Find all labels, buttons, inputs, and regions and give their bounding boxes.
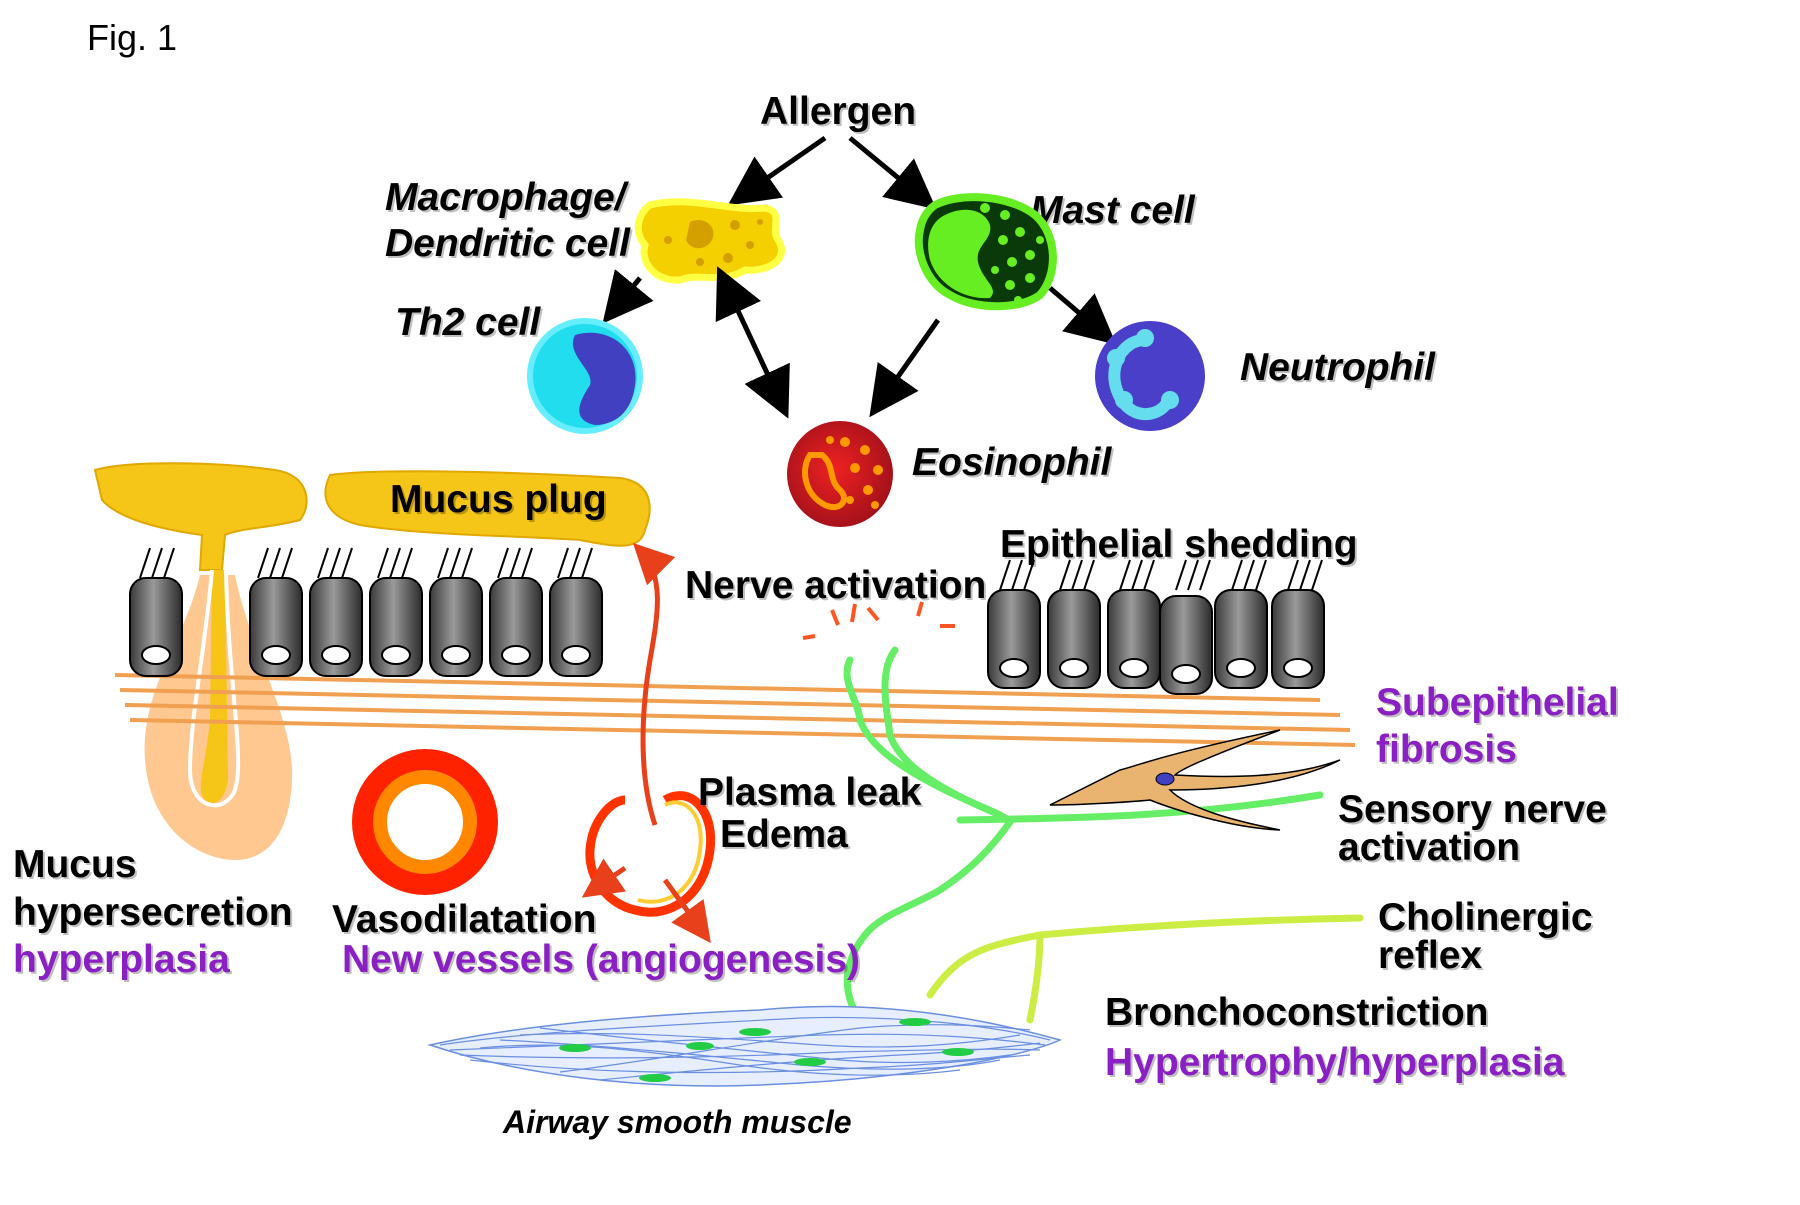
new-vessels-label: New vessels (angiogenesis) xyxy=(342,938,860,981)
figure-label: Fig. 1 xyxy=(87,17,177,58)
mucus-plug-label: Mucus plug xyxy=(390,478,607,521)
mucus-gland-inner xyxy=(187,569,241,808)
mucus-secretion-shape xyxy=(93,462,308,571)
mucus-gland-lumen xyxy=(200,570,228,804)
sensory-nerve-label-line2: activation xyxy=(1338,826,1520,869)
macrophage-label-line1: Macrophage/ xyxy=(385,176,630,219)
sensory-nerve-label-line1: Sensory nerve xyxy=(1338,788,1607,831)
epithelium-right xyxy=(987,559,1325,695)
plasma-to-mucus-arrow xyxy=(632,542,676,826)
airway-smooth-muscle-label: Airway smooth muscle xyxy=(502,1104,852,1140)
subepithelial-fibrosis-lines xyxy=(114,673,1356,747)
leaky-vessel xyxy=(585,791,716,917)
th2-cell xyxy=(527,318,643,434)
plasma-leak-arrow-left xyxy=(581,858,627,898)
vasodilatation-label: Vasodilatation xyxy=(332,898,596,941)
airway-smooth-muscle xyxy=(427,1005,1063,1087)
macrophage-label-line2: Dendritic cell xyxy=(385,222,631,265)
eosinophil-label: Eosinophil xyxy=(912,441,1112,484)
mast-cell-label: Mast cell xyxy=(1030,189,1196,232)
arrow-allergen-to-mastcell xyxy=(848,136,937,210)
mucus-label-line1: Mucus xyxy=(13,843,137,886)
cholinergic-nerve xyxy=(926,914,1364,1024)
nerve-activation-label: Nerve activation xyxy=(685,564,986,607)
eosinophil-cell xyxy=(787,421,893,527)
neutrophil-cell xyxy=(1095,321,1205,431)
cilia-left xyxy=(139,547,593,579)
arrow-allergen-to-macrophage xyxy=(727,135,827,206)
mast-cell xyxy=(914,193,1057,311)
mucus-label-line2: hypersecretion xyxy=(13,891,293,934)
plasma-leak-label: Plasma leak xyxy=(698,771,922,814)
cholinergic-label-line2: reflex xyxy=(1378,934,1482,977)
cholinergic-label-line1: Cholinergic xyxy=(1378,896,1593,939)
edema-label: Edema xyxy=(720,813,848,856)
plasma-leak-arrow-right xyxy=(662,878,711,944)
hyperplasia-label: hyperplasia xyxy=(13,938,230,981)
cilia-right xyxy=(999,559,1323,591)
arrow-macrophage-eosinophil-bidirectional xyxy=(715,266,790,419)
sensory-nerve xyxy=(843,646,1324,1024)
allergen-label: Allergen xyxy=(760,90,916,133)
th2-cell-label: Th2 cell xyxy=(395,301,541,344)
epithelial-shedding-label: Epithelial shedding xyxy=(1000,523,1358,566)
hypertrophy-label: Hypertrophy/hyperplasia xyxy=(1105,1041,1565,1084)
epithelial-cells-left xyxy=(129,577,603,677)
dilated-vessel xyxy=(352,749,498,895)
fibroblast-cell xyxy=(1049,729,1341,831)
subepithelial-fibrosis-label-line1: Subepithelial xyxy=(1376,681,1619,724)
arrow-mastcell-to-neutrophil xyxy=(1048,286,1117,345)
macrophage-cell xyxy=(634,198,786,284)
epithelium-left xyxy=(129,547,603,677)
neutrophil-label: Neutrophil xyxy=(1240,346,1436,389)
nerve-activation-sparks xyxy=(802,601,955,640)
arrow-mastcell-to-eosinophil xyxy=(869,318,941,418)
epithelial-cells-right xyxy=(987,589,1325,695)
bronchoconstriction-label: Bronchoconstriction xyxy=(1105,991,1489,1034)
subepithelial-fibrosis-label-line2: fibrosis xyxy=(1376,728,1517,771)
arrow-macrophage-to-th2 xyxy=(602,269,654,324)
